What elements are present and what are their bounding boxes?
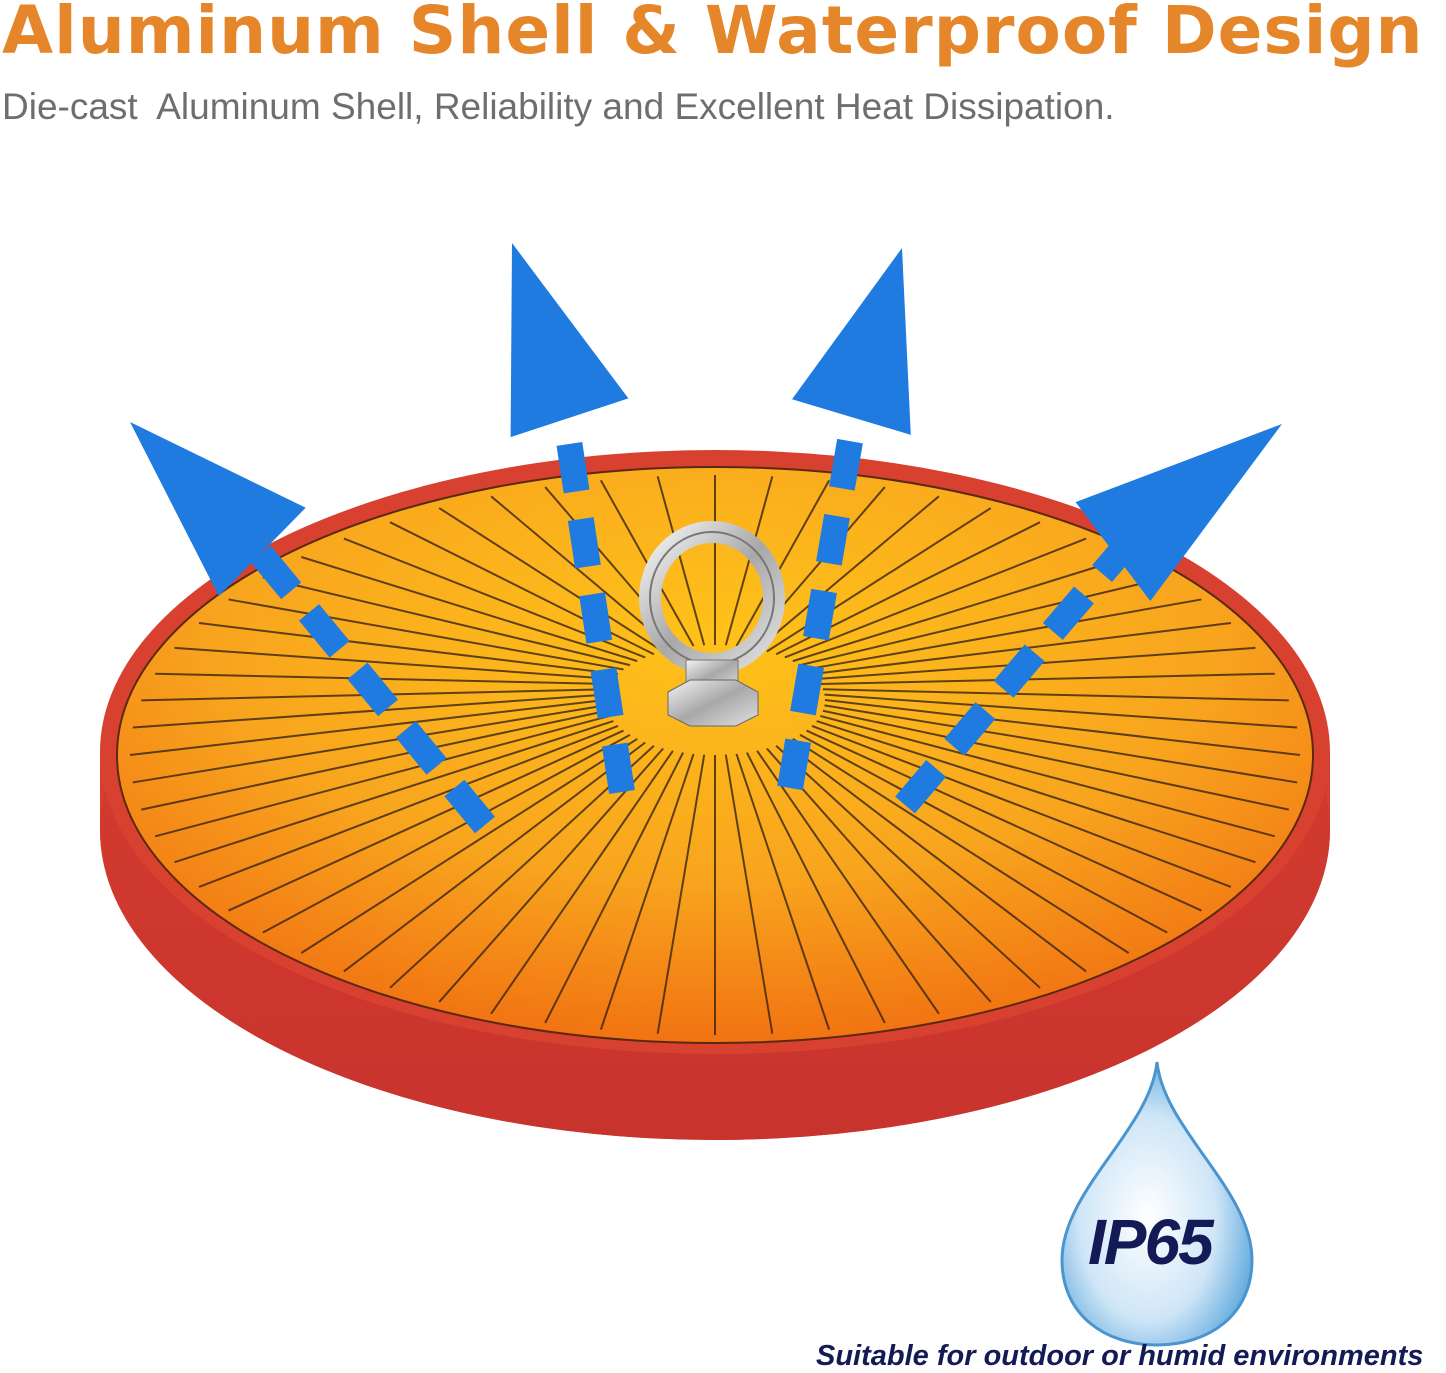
- water-drop-icon: [1060, 1061, 1254, 1347]
- fin-line: [822, 688, 1289, 702]
- fin-line: [824, 699, 1301, 756]
- fin-line: [599, 753, 695, 1030]
- fin-line: [343, 741, 646, 973]
- fin-line: [784, 537, 1087, 659]
- ip65-rating: IP65: [1088, 1206, 1214, 1278]
- arrow-shaft: [549, 393, 635, 794]
- fin-line: [174, 720, 614, 864]
- arrow-head-icon: [1075, 424, 1282, 602]
- fin-line: [799, 576, 1168, 667]
- fin-line: [490, 495, 674, 650]
- fin-line: [155, 672, 610, 686]
- waterproof-caption: Suitable for outdoor or humid environmen…: [816, 1340, 1424, 1372]
- fin-line: [756, 495, 940, 650]
- fin-line: [154, 714, 610, 838]
- heat-flow-arrows: [130, 243, 1282, 834]
- fin-line: [775, 744, 1041, 989]
- fin-line: [656, 476, 706, 646]
- fin-line: [824, 704, 1298, 784]
- fin-line: [262, 576, 631, 667]
- fin-line: [656, 754, 706, 1034]
- fin-line: [300, 738, 638, 954]
- fin-line: [132, 704, 606, 784]
- fin-line: [806, 729, 1202, 912]
- arrow-head-icon: [792, 248, 911, 435]
- fin-line: [490, 750, 674, 1015]
- fin-line: [811, 724, 1232, 888]
- fin-line: [799, 734, 1168, 934]
- fin-line: [262, 734, 631, 934]
- fin-line: [822, 709, 1289, 811]
- fin-line: [438, 507, 664, 653]
- arrow-shaft: [895, 526, 1145, 814]
- fin-line: [820, 714, 1276, 838]
- fin-line: [724, 476, 774, 646]
- fin-line: [792, 556, 1129, 663]
- fin-line: [746, 752, 886, 1024]
- fin-line: [766, 747, 992, 1003]
- fin-line: [824, 693, 1298, 729]
- page-title: Aluminum Shell & Waterproof Design: [2, 0, 1424, 69]
- page-subtitle: Die-cast Aluminum Shell, Reliability and…: [2, 86, 1115, 127]
- fin-line: [301, 556, 638, 663]
- fin-line: [198, 724, 619, 888]
- fin-line: [132, 693, 606, 729]
- fin-line: [735, 479, 831, 647]
- fin-line: [724, 754, 774, 1034]
- fin-line: [228, 598, 624, 671]
- fin-line: [141, 709, 608, 811]
- arrow-shaft: [777, 392, 871, 791]
- fin-line: [544, 752, 684, 1024]
- cooling-fins: [129, 475, 1301, 1035]
- eye-bolt-icon: [639, 521, 785, 727]
- fin-line: [129, 699, 606, 756]
- fin-line: [174, 646, 614, 680]
- fin-line: [228, 729, 624, 912]
- fin-line: [806, 598, 1202, 671]
- fin-line: [792, 738, 1130, 954]
- arrow-head-icon: [130, 422, 306, 597]
- arrow-head-icon: [510, 243, 629, 438]
- fin-line: [198, 622, 619, 676]
- fin-line: [784, 741, 1087, 973]
- fin-line: [816, 720, 1256, 864]
- arrow-shaft: [234, 526, 496, 834]
- fin-line: [766, 507, 992, 653]
- fin-line: [756, 750, 940, 1015]
- fin-line: [820, 672, 1275, 686]
- fin-line: [735, 753, 831, 1030]
